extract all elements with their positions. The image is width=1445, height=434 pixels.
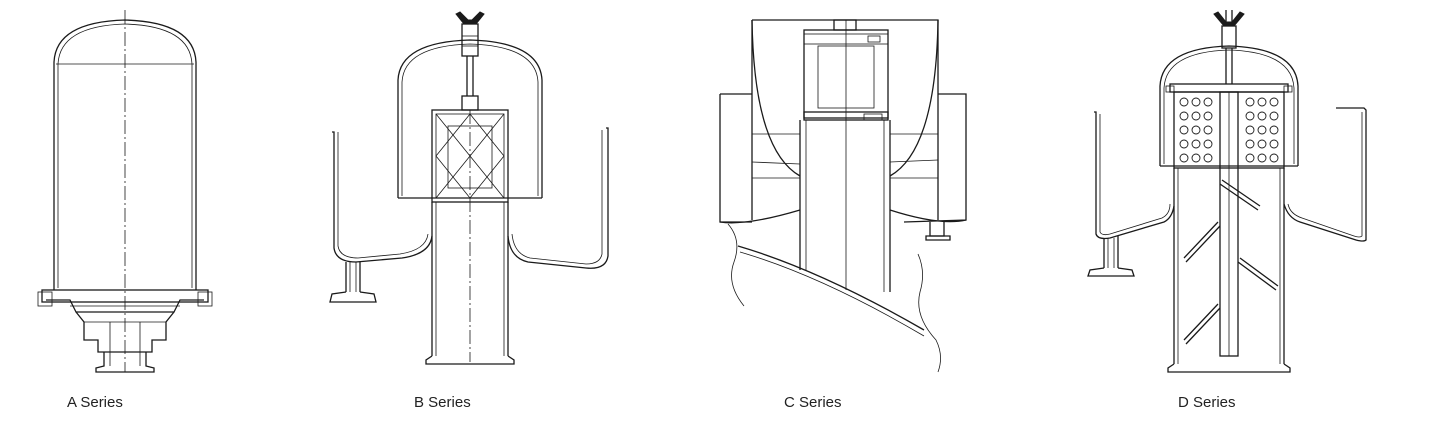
caption-a-series: A Series [67,394,123,411]
caption-c-series: C Series [784,394,842,411]
caption-b-series: B Series [414,394,471,411]
strainer-holes [1179,97,1279,163]
drawing-d-series [1087,10,1367,373]
caption-d-series: D Series [1178,394,1236,411]
drawing-b-series [329,11,609,365]
drawing-a-series [37,10,213,373]
drawing-c-series [719,19,967,373]
